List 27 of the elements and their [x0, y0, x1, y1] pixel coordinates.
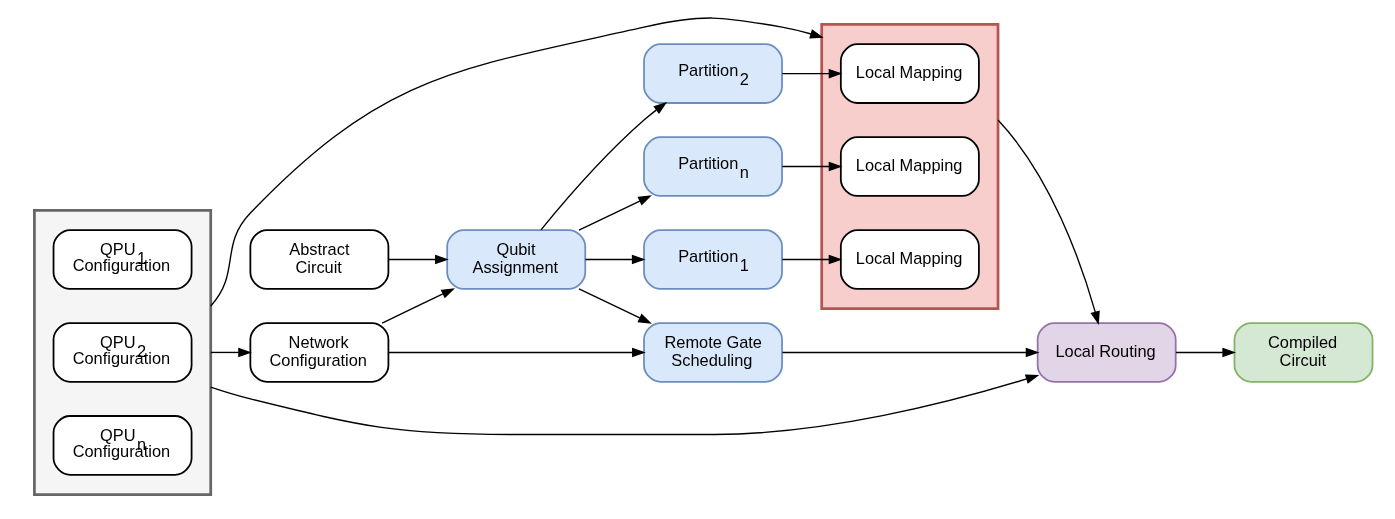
arrow [781, 347, 1039, 358]
arrow [209, 347, 252, 358]
arrow [577, 288, 652, 324]
arrow [539, 102, 667, 231]
arrow [584, 254, 646, 265]
node-box: Compiled Circuit [1233, 322, 1373, 383]
arrow [209, 17, 824, 307]
cluster [32, 208, 212, 496]
node-box: Local Routing [1036, 322, 1177, 383]
arrow [781, 161, 842, 172]
arrow [577, 195, 652, 231]
cluster [819, 23, 999, 311]
node-box: Abstract Circuit [248, 229, 389, 290]
arrow [781, 254, 842, 265]
arrow [1174, 347, 1236, 358]
arrow [781, 68, 842, 79]
arrow [387, 254, 449, 265]
node-box: Local Mapping [839, 229, 980, 290]
node-box: Qubit Assignment [445, 229, 586, 290]
arrow [996, 119, 1100, 325]
node-box: Remote Gate Scheduling [642, 322, 783, 383]
node-box: Local Mapping [839, 43, 980, 104]
node-box: Local Mapping [839, 136, 980, 197]
arrow [209, 374, 1039, 436]
arrow [381, 288, 455, 324]
node-box: Network Configuration [248, 322, 389, 383]
arrow [387, 347, 646, 358]
